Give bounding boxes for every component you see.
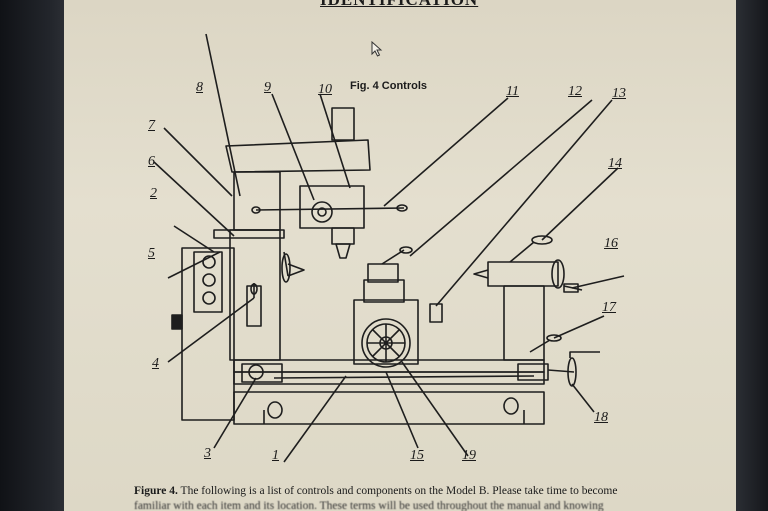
callout-14: 14 [608,156,622,171]
callout-11: 11 [506,84,519,99]
callout-9: 9 [264,80,271,95]
callout-4: 4 [152,356,159,371]
figure-caption: Figure 4. The following is a list of con… [134,484,694,511]
machine-diagram [153,33,625,463]
callout-6: 6 [148,154,155,169]
manual-page: IDENTIFICATION Fig. 4 Controls [64,0,736,511]
callout-3: 3 [204,446,211,461]
callout-5: 5 [148,246,155,261]
section-heading: IDENTIFICATION [320,0,478,10]
figure-title: Fig. 4 Controls [350,80,427,92]
monitor-bezel-left [0,0,64,511]
caption-label: Figure 4. [134,485,178,497]
mouse-pointer-icon [371,40,383,62]
callout-16: 16 [604,236,618,251]
callout-10: 10 [318,82,332,97]
caption-line2: familiar with each item and its location… [134,500,604,511]
callout-15: 15 [410,448,424,463]
callout-19: 19 [462,448,476,463]
callout-8: 8 [196,80,203,95]
caption-text: The following is a list of controls and … [180,485,618,497]
monitor-bezel-right [736,0,768,511]
callout-2: 2 [150,186,157,201]
callout-17: 17 [602,300,616,315]
callout-7: 7 [148,118,155,133]
caption-line1: Figure 4. The following is a list of con… [134,484,694,499]
callout-18: 18 [594,410,608,425]
callout-12: 12 [568,84,582,99]
callout-1: 1 [272,448,279,463]
callout-13: 13 [612,86,626,101]
